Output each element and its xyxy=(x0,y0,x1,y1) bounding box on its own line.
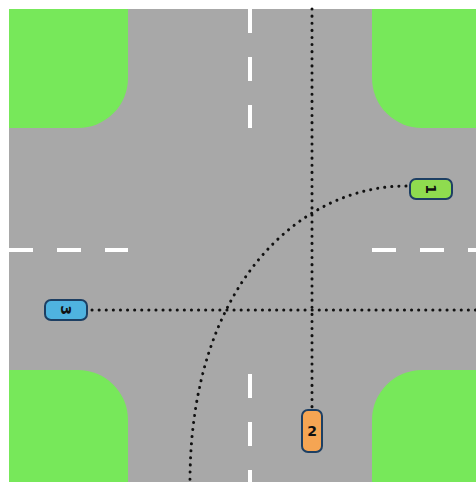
lane-line xyxy=(9,248,128,252)
path-car-3 xyxy=(92,309,476,312)
path-car-1 xyxy=(190,186,406,482)
car: 3 xyxy=(44,299,88,321)
car-number: 3 xyxy=(59,305,73,315)
grass-corners xyxy=(9,9,476,482)
lane-markings xyxy=(9,9,476,482)
path-car-2 xyxy=(311,9,314,408)
grass xyxy=(372,370,476,482)
lane-line xyxy=(248,9,252,128)
car: 1 xyxy=(409,178,453,200)
car-number: 2 xyxy=(307,424,317,438)
paths xyxy=(92,9,476,482)
road xyxy=(9,9,476,482)
grass xyxy=(9,370,128,482)
car-number: 1 xyxy=(424,184,438,194)
grass xyxy=(372,9,476,128)
grass xyxy=(9,9,128,128)
car: 2 xyxy=(301,409,323,453)
lane-line xyxy=(372,248,476,252)
lane-line xyxy=(248,374,252,482)
